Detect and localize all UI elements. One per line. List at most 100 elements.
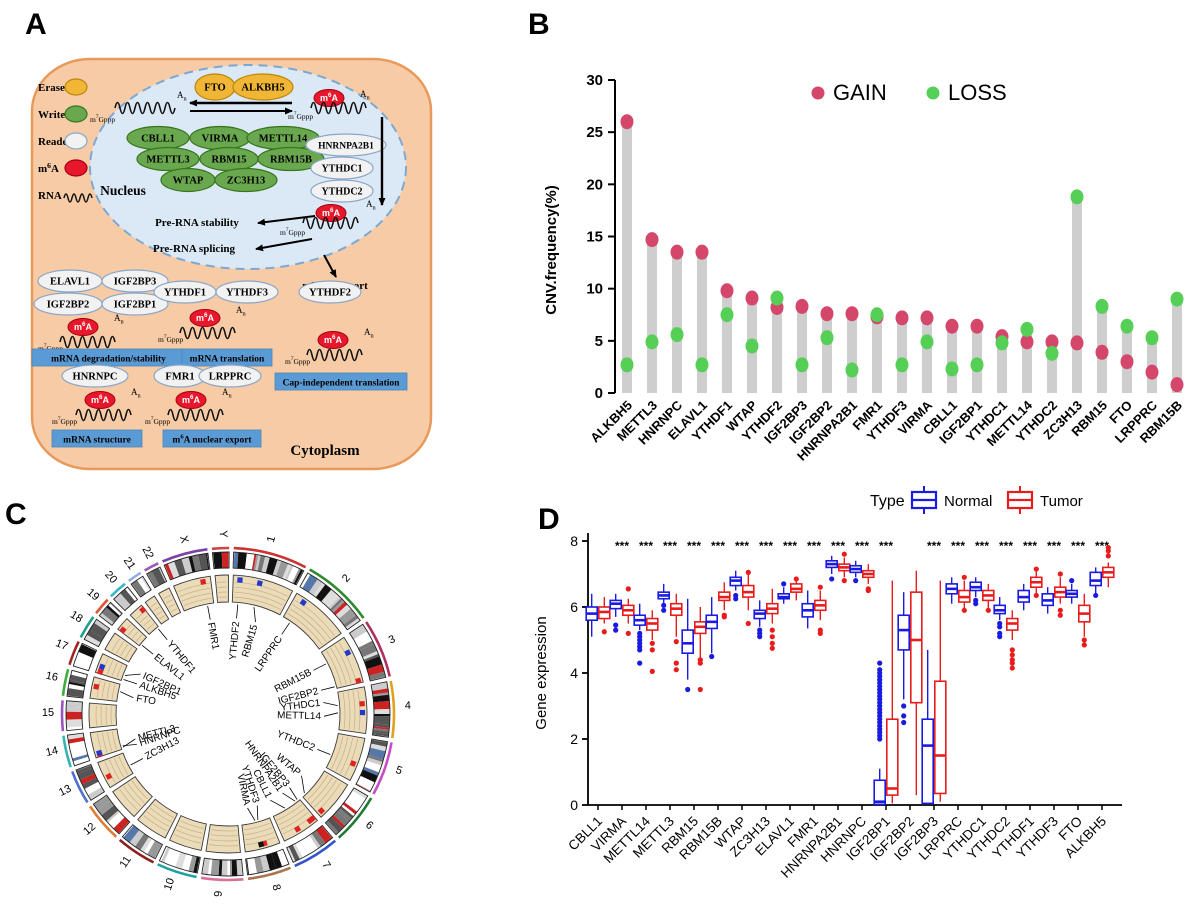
y-tick-label: 10 (586, 281, 603, 298)
svg-text:m6A: m6A (74, 321, 93, 332)
panel-b-letter: B (528, 8, 550, 41)
chromosome-8: 8 (241, 817, 291, 892)
loss-dot-YTHDC1 (995, 335, 1009, 351)
svg-text:WTAP: WTAP (173, 176, 204, 187)
svg-text:YTHDF2: YTHDF2 (309, 288, 351, 299)
gain-dot-IGF2BP2 (820, 306, 834, 322)
significance-stars: *** (711, 539, 725, 553)
function-box: Cap-independent translation (274, 372, 408, 391)
chrom-number-label: Y (217, 530, 229, 539)
chrom-number-label: 20 (102, 569, 119, 586)
m6a-mark: m6A (189, 309, 221, 327)
chrom-color-arc (68, 640, 80, 666)
chrom-number-label: 5 (394, 764, 404, 777)
significance-stars: *** (639, 539, 653, 553)
Writer-swatch-icon (64, 105, 88, 123)
ideogram-outline (130, 575, 152, 598)
protein-FMR1: FMR1 (153, 364, 207, 388)
gene-marker (139, 606, 147, 614)
loss-dot-IGF2BP2 (820, 330, 834, 346)
chrom-color-arc (127, 571, 142, 582)
svg-text:METTL14: METTL14 (259, 134, 308, 145)
inner-block (89, 676, 121, 702)
gain-dot-ELAVL1 (695, 244, 709, 260)
loss-dot-IGF2BP1 (970, 357, 984, 373)
y-tick-label: 25 (586, 124, 603, 141)
inner-block (205, 824, 241, 854)
gene-marker (344, 649, 352, 657)
ideogram-outline (113, 586, 139, 612)
loss-dot-FMR1 (870, 307, 884, 323)
chromosome-12: 12 (81, 775, 153, 838)
Eraser-swatch-icon (64, 78, 88, 96)
gain-dot-CBLL1 (945, 318, 959, 334)
ideogram-outline (66, 669, 88, 699)
svg-text:VIRMA: VIRMA (202, 134, 239, 145)
ideogram-outline (370, 681, 391, 738)
protein-YTHDC2: YTHDC2 (310, 179, 374, 203)
m6a-mark: m6A (67, 318, 99, 336)
svg-text:m6A: m6A (324, 334, 343, 345)
y-tick-label: 2 (570, 731, 578, 747)
polyA-label: An (177, 90, 188, 103)
gain-dot-ALKBH5 (620, 114, 634, 130)
protein-FTO: FTO (194, 73, 236, 101)
chromosome-13: 13 (57, 752, 134, 804)
chrom-color-arc (88, 805, 118, 838)
significance-stars: *** (1047, 539, 1061, 553)
boxpair-METTL3: ***METTL3 (630, 539, 683, 861)
svg-text:IGF2BP3: IGF2BP3 (114, 277, 157, 288)
ideogram-outline (201, 857, 244, 877)
loss-dot-HNRNPA2B1 (845, 362, 859, 378)
cap-label: m7Gppp (280, 227, 305, 237)
inner-block (302, 770, 349, 818)
polyA-label: An (366, 199, 377, 212)
y-tick-label: 20 (586, 176, 603, 193)
gain-dot-YTHDC2 (1045, 334, 1059, 350)
svg-text:ZC3H13: ZC3H13 (227, 176, 266, 187)
inner-block (241, 817, 281, 853)
ideogram-outline (121, 824, 164, 860)
loss-dot-LRPPRC (1145, 330, 1159, 346)
cap-label: m7Gppp (90, 114, 115, 124)
panelA-legend-label: Eraser (38, 82, 70, 94)
circos-gene-FTO: FTO (93, 683, 157, 708)
chrom-number-label: 2 (340, 572, 353, 585)
chrom-number-label: 22 (139, 545, 155, 561)
m⁶A-swatch-icon (64, 159, 88, 177)
svg-text:ELAVL1: ELAVL1 (50, 277, 90, 288)
gene-marker (317, 807, 326, 815)
loss-dot-FTO (1120, 318, 1134, 334)
svg-text:m6A: m6A (91, 394, 110, 405)
ideogram-outline (355, 738, 389, 793)
y-tick-label: 15 (586, 229, 603, 246)
polyA-label: An (360, 89, 371, 102)
m6a-mark: m6A (315, 204, 347, 222)
chrom-number-label: 9 (213, 891, 225, 898)
chromosome-11: 11 (118, 798, 179, 870)
gain-dot-HNRNPA2B1 (845, 306, 859, 322)
inner-block (104, 632, 138, 663)
function-box: mRNA structure (51, 429, 143, 448)
chrom-number-label: 17 (54, 637, 70, 653)
y-tick-label: 0 (570, 797, 578, 813)
rna-wave (59, 335, 116, 349)
chrom-number-label: 13 (57, 783, 73, 799)
chrom-color-arc (372, 742, 393, 795)
ideogram-outline (299, 572, 361, 631)
ideogram-outline (65, 700, 84, 732)
boxpair-VIRMA: ***VIRMA (588, 539, 635, 854)
ideogram-outline (324, 787, 369, 836)
protein-RBM15: RBM15 (199, 146, 259, 172)
chrom-color-arc (62, 735, 72, 768)
Reader-swatch-icon (64, 132, 88, 150)
legend-normal-label: Normal (944, 493, 992, 510)
circos-gene-FMR1: FMR1 (200, 578, 221, 651)
svg-text:mRNA degradation/stability: mRNA degradation/stability (51, 355, 166, 365)
svg-text:LRPPRC: LRPPRC (209, 372, 252, 383)
svg-text:IGF2BP2: IGF2BP2 (47, 300, 90, 311)
ideogram-outline (98, 601, 123, 626)
svg-text:YTHDC2: YTHDC2 (321, 187, 362, 198)
